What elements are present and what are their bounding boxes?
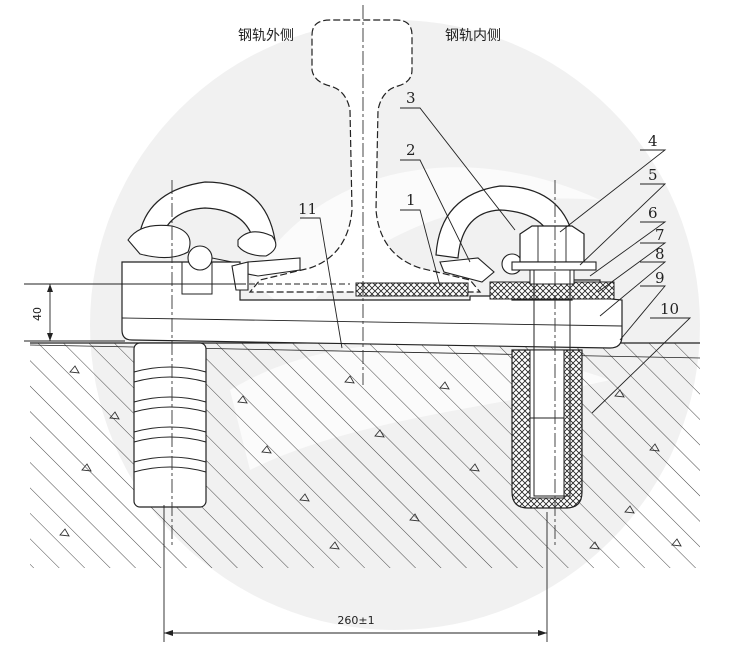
spacing-dimension-label: 260±1 [337, 614, 374, 627]
rail-outer-label: 钢轨外侧 [238, 28, 294, 44]
sleeper-section [29, 342, 701, 568]
callout-8: 8 [655, 245, 665, 263]
bolt-assembly [511, 225, 597, 497]
left-clip [127, 181, 350, 291]
leader-lines [300, 107, 692, 414]
callout-9: 9 [655, 269, 665, 287]
rail [248, 19, 482, 293]
rail-inner-label: 钢轨内侧 [445, 28, 501, 44]
right-dowel-sleeve [511, 349, 583, 509]
callout-1: 1 [406, 191, 416, 209]
callout-3: 3 [406, 89, 416, 107]
plate-pad [489, 281, 615, 300]
rail-pad [355, 282, 469, 297]
center-lines [171, 5, 556, 545]
height-dimension: 40 [24, 283, 240, 342]
callout-4: 4 [648, 132, 658, 150]
callout-11: 11 [298, 200, 317, 218]
callout-6: 6 [648, 204, 658, 222]
left-screw-spike [133, 342, 207, 508]
callout-5: 5 [648, 166, 658, 184]
callout-10: 10 [660, 300, 679, 318]
callout-2: 2 [406, 141, 416, 159]
callout-7: 7 [655, 226, 665, 244]
height-dimension-label: 40 [31, 307, 44, 321]
spacing-dimension: 260±1 [163, 505, 548, 642]
aggregate-marks [59, 365, 682, 550]
